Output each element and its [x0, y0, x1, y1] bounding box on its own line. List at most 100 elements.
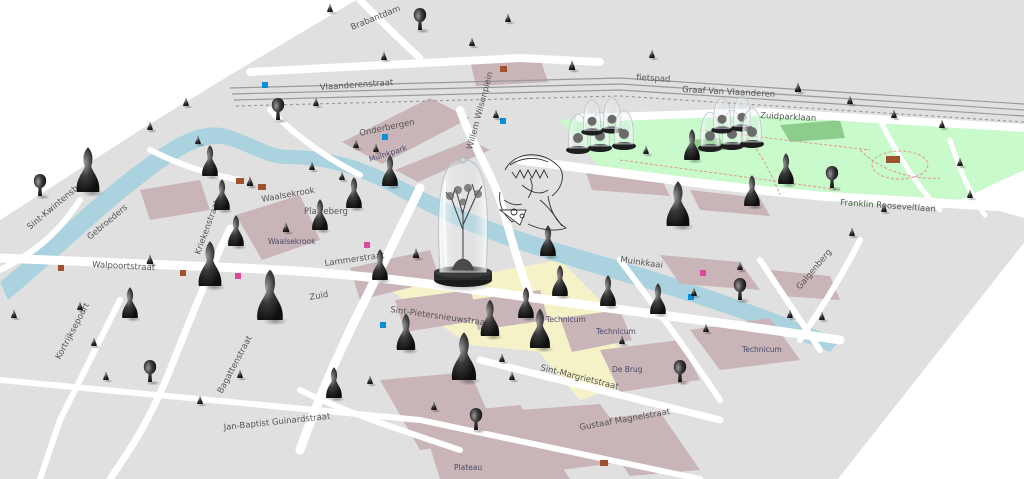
map-marker[interactable] [744, 175, 763, 210]
map-marker[interactable] [509, 371, 519, 383]
map-marker[interactable] [643, 145, 653, 157]
bell-jar-tree-sculpture[interactable] [433, 156, 493, 292]
map-marker[interactable] [493, 109, 503, 121]
building-label-plateau: Plateau [454, 463, 482, 472]
map-marker[interactable] [91, 337, 101, 349]
bell-jar-cluster-1[interactable] [566, 97, 636, 154]
map-marker[interactable] [312, 199, 331, 234]
map-marker[interactable] [480, 299, 503, 341]
map-marker[interactable] [198, 241, 226, 291]
map-marker[interactable] [819, 311, 829, 323]
map-marker[interactable] [847, 95, 857, 107]
map-marker[interactable] [666, 181, 694, 231]
map-marker[interactable] [650, 283, 669, 318]
map-marker[interactable] [309, 161, 319, 173]
poi-icons [58, 66, 900, 466]
map-marker[interactable] [469, 408, 486, 434]
map-marker[interactable] [327, 3, 337, 15]
map-marker[interactable] [372, 249, 391, 284]
map-marker[interactable] [122, 287, 141, 322]
map-marker[interactable] [499, 353, 509, 365]
bell-jar[interactable] [698, 111, 722, 152]
map-marker[interactable] [326, 367, 345, 402]
map-marker[interactable] [691, 287, 701, 299]
building-label-waalsekrook: Waalsekrook [268, 237, 316, 246]
map-marker[interactable] [339, 171, 349, 183]
map-marker[interactable] [143, 360, 160, 386]
map-marker[interactable] [787, 309, 797, 321]
bell-jar[interactable] [740, 107, 764, 148]
map-marker[interactable] [684, 129, 703, 164]
map-marker[interactable] [396, 313, 419, 355]
map-marker[interactable] [183, 97, 194, 109]
parking-icon [700, 270, 706, 276]
ornate-figure-illustration[interactable] [498, 154, 568, 231]
map-marker[interactable] [451, 332, 481, 386]
map-marker[interactable] [197, 395, 208, 407]
map-marker[interactable] [737, 261, 747, 273]
map-marker[interactable] [733, 278, 750, 304]
map-marker[interactable] [891, 109, 901, 121]
map-marker[interactable] [237, 369, 248, 381]
map-marker[interactable] [849, 227, 859, 239]
building-label-technicum-2: Technicum [595, 327, 636, 336]
map-marker[interactable] [939, 119, 949, 131]
map-marker[interactable] [228, 215, 247, 250]
map-marker[interactable] [703, 323, 713, 335]
bell-jar[interactable] [566, 113, 590, 154]
map-marker[interactable] [600, 275, 619, 310]
railway-tracks [229, 77, 1024, 123]
map-marker[interactable] [76, 147, 105, 197]
map-marker[interactable] [619, 335, 629, 347]
map-marker[interactable] [11, 309, 21, 321]
map-marker[interactable] [373, 143, 383, 155]
street-label-zuid: Zuid [309, 290, 329, 303]
map-marker[interactable] [431, 401, 441, 413]
map-marker[interactable] [202, 145, 221, 180]
building-label-technicum-3: Technicum [741, 345, 782, 354]
map-marker[interactable] [469, 37, 479, 49]
bell-jar[interactable] [711, 97, 733, 134]
map-marker[interactable] [257, 269, 288, 326]
bell-jar[interactable] [612, 109, 636, 150]
map-marker[interactable] [282, 222, 294, 235]
map-marker[interactable] [552, 265, 571, 300]
map-marker[interactable] [195, 135, 206, 147]
map-marker[interactable] [353, 139, 363, 151]
map-marker[interactable] [214, 179, 233, 214]
map-marker[interactable] [381, 51, 391, 63]
map-marker[interactable] [346, 177, 365, 212]
map-marker[interactable] [147, 121, 158, 133]
map-marker[interactable] [246, 176, 258, 189]
map-marker[interactable] [518, 287, 537, 322]
map-marker[interactable] [568, 60, 581, 73]
map-marker[interactable] [649, 49, 659, 61]
map-marker[interactable] [382, 155, 401, 190]
map-marker[interactable] [146, 254, 158, 267]
map-marker[interactable] [778, 153, 797, 188]
transit-icon [688, 294, 694, 300]
map-marker[interactable] [413, 8, 430, 34]
map-marker[interactable] [505, 13, 515, 25]
map-marker[interactable] [313, 97, 323, 109]
map-marker[interactable] [967, 189, 977, 201]
map-marker[interactable] [881, 203, 891, 215]
map-marker[interactable] [825, 166, 842, 192]
map-marker[interactable] [540, 225, 559, 260]
map-marker[interactable] [957, 157, 967, 169]
map-marker[interactable] [673, 360, 690, 386]
map-marker[interactable] [271, 98, 288, 124]
map-marker[interactable] [530, 308, 554, 353]
bell-jar[interactable] [581, 99, 603, 136]
bell-jar-cluster-2[interactable] [698, 95, 764, 152]
map-marker[interactable] [77, 301, 87, 313]
map-marker[interactable] [103, 371, 113, 383]
marker-layer [11, 3, 977, 434]
poi-icon [236, 178, 244, 184]
map-marker[interactable] [412, 248, 424, 261]
map-marker[interactable] [367, 375, 377, 387]
map-marker[interactable] [794, 82, 807, 95]
map-marker[interactable] [33, 174, 50, 200]
